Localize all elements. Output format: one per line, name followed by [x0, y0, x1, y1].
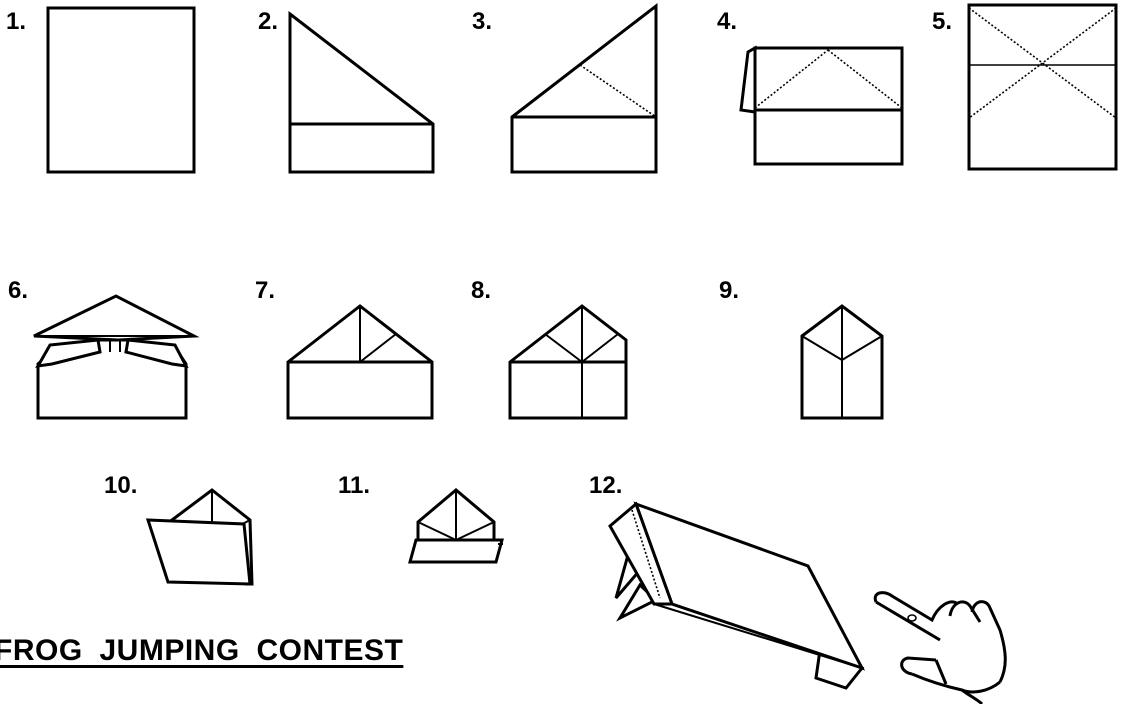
- step-3-figure: [512, 6, 656, 172]
- page-title: FROG JUMPING CONTEST: [0, 636, 403, 666]
- step-7-figure: [288, 306, 432, 418]
- step-4-figure: [741, 48, 902, 164]
- step-10-figure: [148, 490, 252, 584]
- step-8-figure: [510, 306, 626, 418]
- step-6-figure: [34, 296, 194, 418]
- step-2-figure: [290, 14, 433, 172]
- step-9-figure: [802, 306, 882, 418]
- step-1-figure: [48, 8, 194, 172]
- step-11-figure: [410, 490, 503, 562]
- hand-illustration: [875, 593, 1005, 704]
- step-12-figure: [610, 504, 862, 688]
- step-5-figure: [969, 5, 1116, 169]
